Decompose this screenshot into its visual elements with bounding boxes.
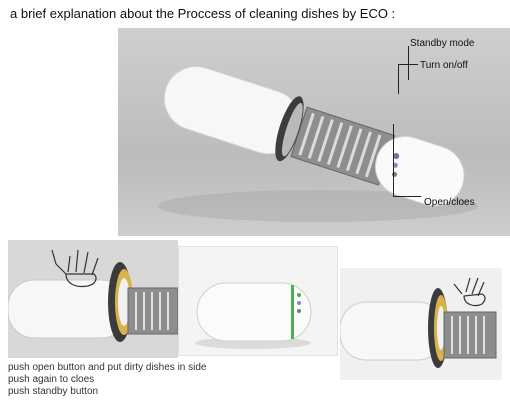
callout-open-close: Open/cloes <box>424 197 475 208</box>
callout-turn-on-off: Turn on/off <box>420 60 468 71</box>
instruction-step: push open button and put dirty dishes in… <box>8 362 207 373</box>
instruction-list: push open button and put dirty dishes in… <box>8 362 206 398</box>
callout-line-open-h <box>393 196 421 197</box>
callout-line-standby <box>408 46 409 80</box>
hand-icon <box>51 249 99 288</box>
page-title: a brief explanation about the Proccess o… <box>10 6 396 21</box>
callout-standby-mode: Standby mode <box>410 38 475 49</box>
step-open-panel <box>8 240 178 358</box>
step-standby-panel <box>340 268 502 380</box>
callout-line-turn <box>398 64 418 65</box>
instruction-step: push again to cloes <box>8 374 95 385</box>
callout-line-open <box>393 124 394 196</box>
hand-icon <box>453 277 486 307</box>
step-closed-panel <box>178 246 338 356</box>
product-main-render <box>118 28 510 236</box>
callout-line-turn-v <box>398 64 399 94</box>
instruction-step: push standby button <box>8 386 99 397</box>
